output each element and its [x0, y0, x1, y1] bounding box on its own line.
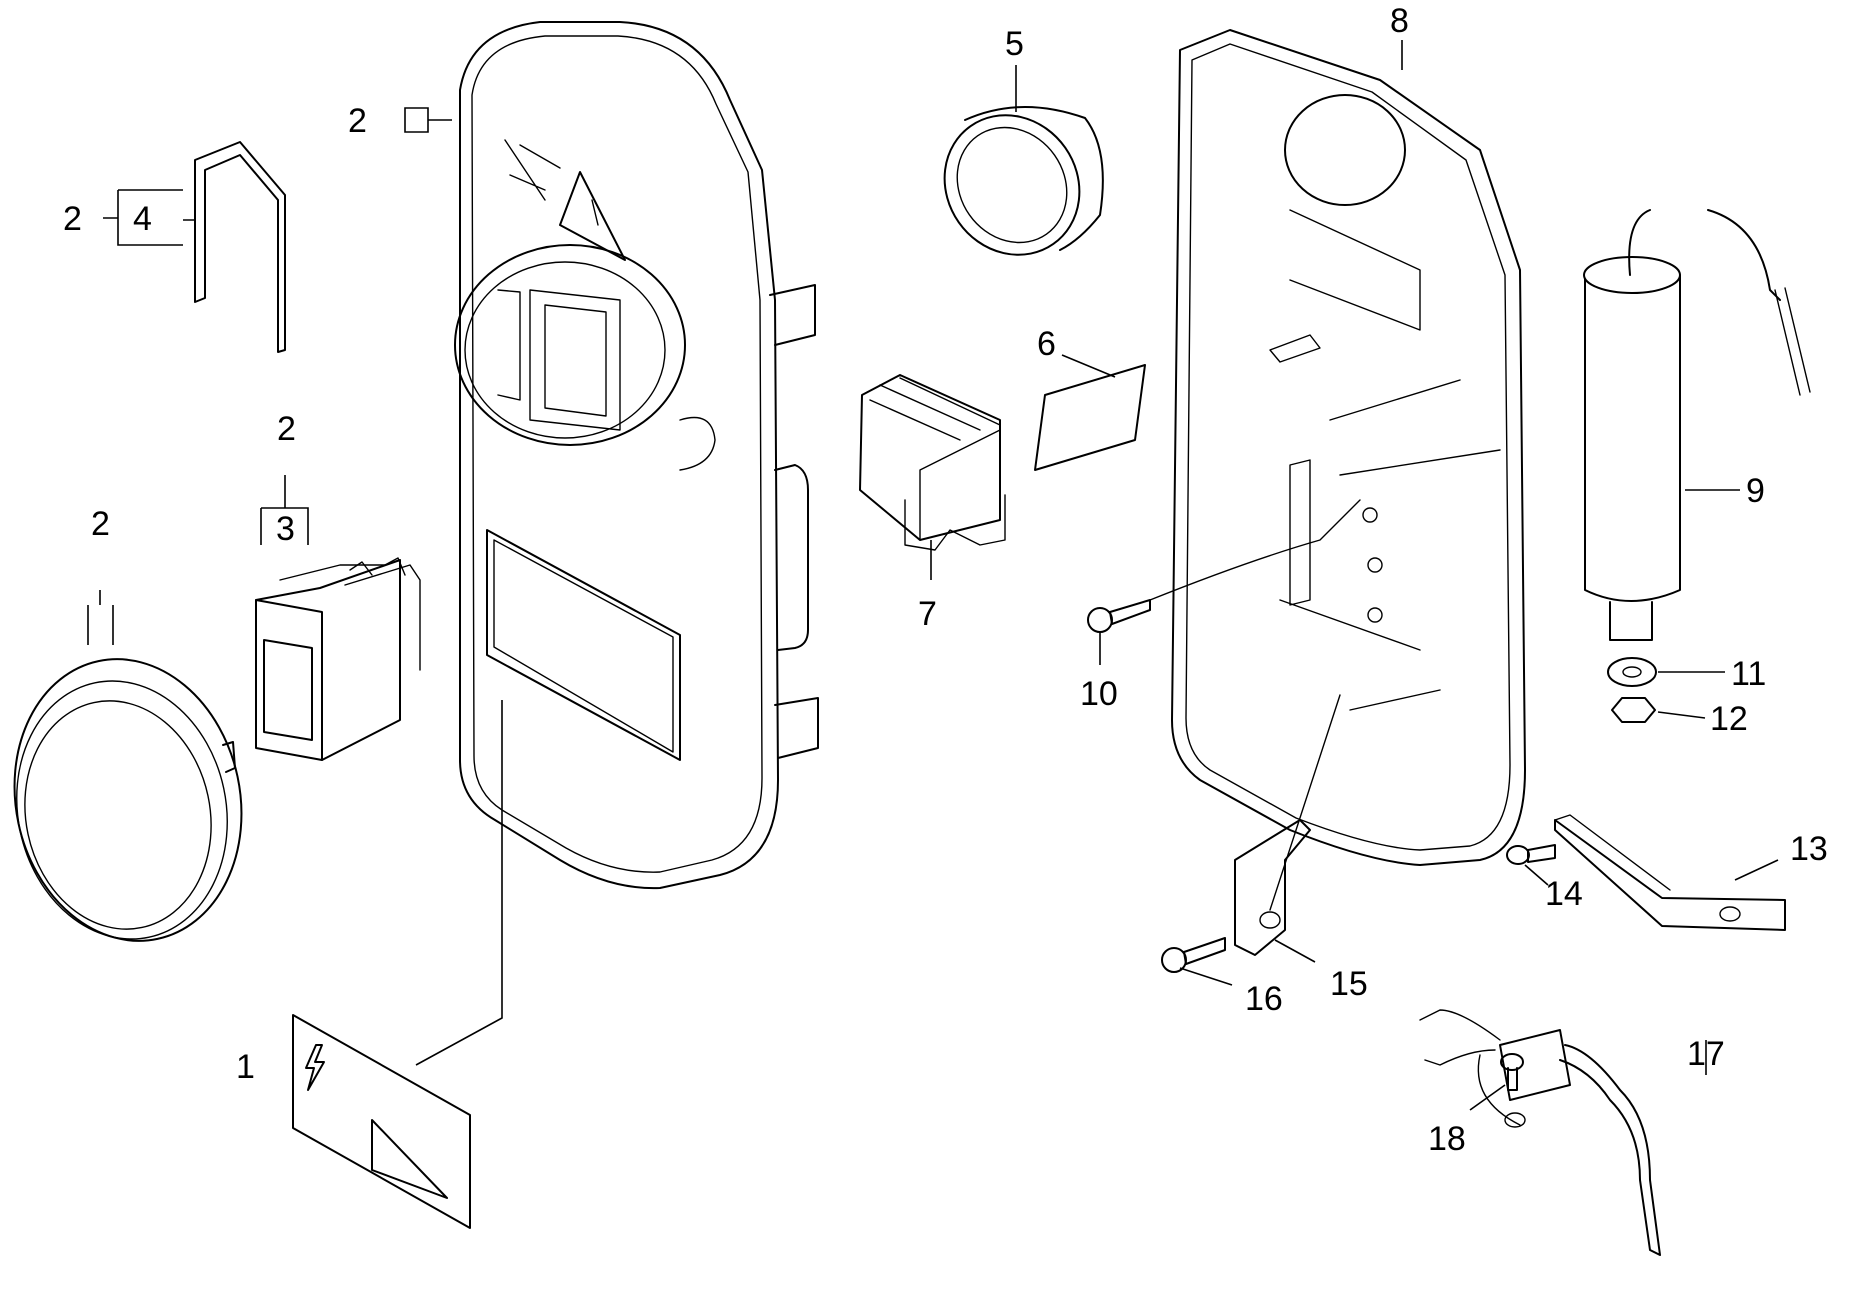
callout-4: 4 — [133, 200, 152, 238]
callout-11: 11 — [1731, 655, 1766, 693]
callout-5: 5 — [1005, 25, 1024, 63]
part-8-rear-housing — [1171, 29, 1526, 866]
leader-13 — [1734, 859, 1779, 881]
part-18-screw — [1500, 1053, 1526, 1128]
callout-17: 17 — [1687, 1035, 1725, 1073]
part-5-seal-ring — [943, 106, 1104, 256]
part-11-washer — [1607, 657, 1657, 687]
leader-15 — [1274, 939, 1316, 963]
part-4-clip — [194, 141, 286, 353]
part-16-screw — [1161, 937, 1226, 973]
callout-10: 10 — [1080, 675, 1118, 713]
callout-13: 13 — [1790, 830, 1828, 868]
part-9-capacitor — [1583, 209, 1811, 641]
callout-3: 3 — [276, 510, 295, 548]
callout-2d: 2 — [91, 505, 110, 543]
part-10-screw — [1087, 499, 1361, 633]
leader-16 — [1179, 967, 1233, 986]
part-15-bracket — [1234, 694, 1341, 956]
part-3-rocker-switch — [255, 557, 421, 761]
front-cover-housing — [454, 21, 819, 890]
callout-2b: 2 — [63, 200, 82, 238]
callout-12: 12 — [1710, 700, 1748, 738]
leader-2c-3 — [260, 475, 309, 545]
part-1-warning-label — [292, 700, 503, 1229]
callout-9: 9 — [1746, 472, 1765, 510]
callout-18: 18 — [1428, 1120, 1466, 1158]
part-7-heatsink — [859, 374, 1006, 551]
callout-1: 1 — [236, 1048, 255, 1086]
leader-12 — [1657, 711, 1706, 719]
leader-14 — [1524, 864, 1549, 886]
part-13-strap — [1554, 814, 1786, 931]
callout-14: 14 — [1545, 875, 1583, 913]
callout-8: 8 — [1390, 2, 1409, 40]
callout-2c: 2 — [277, 410, 296, 448]
leader-6 — [1061, 354, 1116, 378]
callout-7: 7 — [918, 595, 937, 633]
part-12-nut — [1611, 697, 1656, 723]
part-17-cable — [1419, 1009, 1661, 1256]
callout-15: 15 — [1330, 965, 1368, 1003]
leader-2a — [404, 107, 452, 133]
part-14-screw — [1506, 844, 1556, 865]
callout-2a: 2 — [348, 102, 367, 140]
callout-6: 6 — [1037, 325, 1056, 363]
part-6-plate — [1034, 364, 1146, 471]
leader-18 — [1469, 1084, 1506, 1111]
leader-2d — [87, 590, 114, 645]
leader-2b-4 — [103, 189, 195, 246]
callout-16: 16 — [1245, 980, 1283, 1018]
part-2-round-knob — [13, 658, 243, 942]
